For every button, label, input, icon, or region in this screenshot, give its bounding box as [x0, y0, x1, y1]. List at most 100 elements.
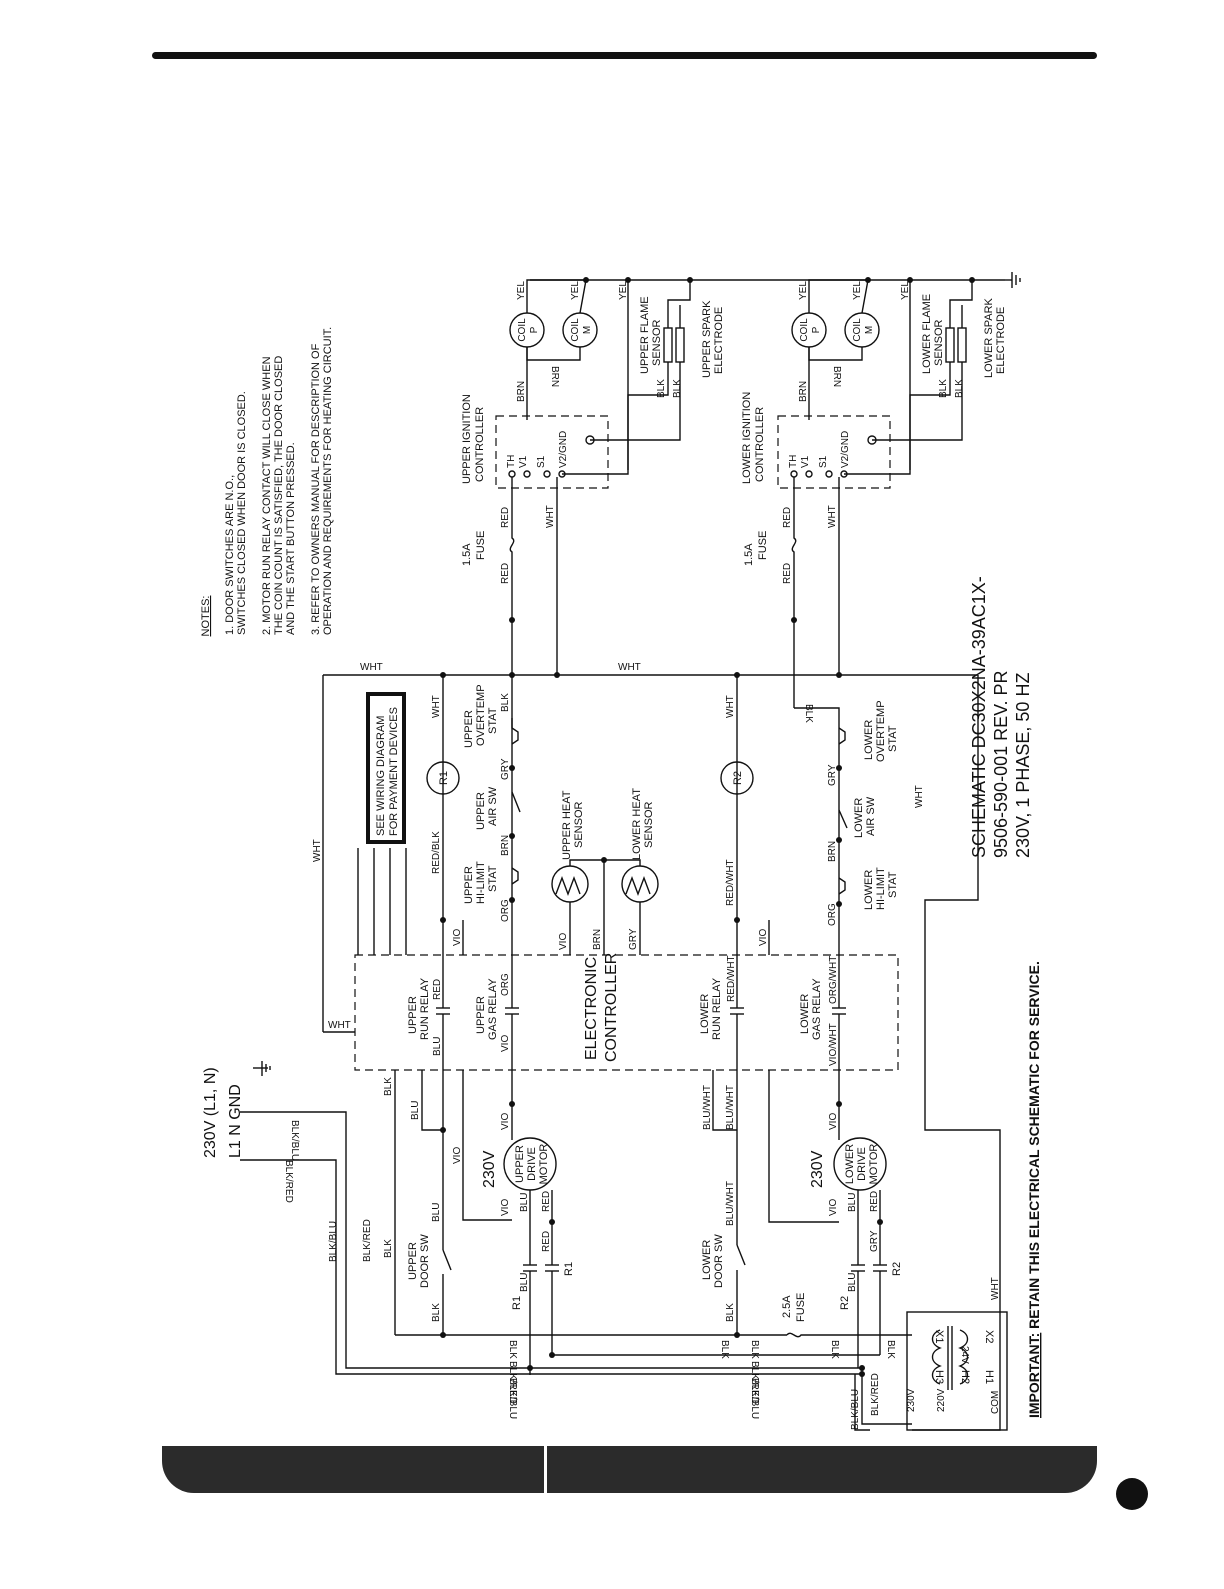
lower-overtemp-2: OVERTEMP [875, 700, 887, 762]
ground-icon [253, 1061, 271, 1076]
wire-blk-b5: BLK [885, 1340, 896, 1359]
footer-bar [162, 1446, 1097, 1493]
upper-spark-label-2: ELECTRODE [713, 307, 725, 374]
lower-overtemp-3: STAT [887, 725, 899, 752]
wire-blk-f3: BLK [938, 379, 949, 398]
upper-gas-relay-1: UPPER [475, 996, 487, 1034]
upper-overtemp-1: UPPER [463, 710, 475, 748]
xfmr-230v: 230V [906, 1388, 917, 1412]
lower-spark-label-2: ELECTRODE [995, 307, 1007, 374]
supply-terminals: L1 N GND [227, 1084, 244, 1158]
wire-brn-2: BRN [549, 366, 560, 387]
wire-yel-3: YEL [618, 281, 629, 300]
wire-org-l: ORG [827, 903, 838, 926]
wire-blk-b2: BLK [749, 1340, 760, 1359]
lower-heat-2: SENSOR [643, 801, 655, 848]
lower-flame-label-2: SENSOR [933, 319, 945, 366]
wire-blk-ot: BLK [500, 693, 511, 712]
main-fuse-rating: 2.5A [781, 1295, 793, 1318]
page-marker [1116, 1478, 1148, 1510]
lower-motor-voltage: 230V [809, 1150, 826, 1188]
wire-blk-blu-b2: BLK/BLU [749, 1378, 760, 1419]
upper-ign-th: TH [506, 455, 517, 468]
lower-door-2: DOOR SW [713, 1234, 725, 1288]
upper-ignition-label-1: UPPER IGNITION [461, 394, 473, 484]
upper-air-1: UPPER [475, 792, 487, 830]
wire-red-wht-lr: RED/WHT [726, 955, 737, 1002]
wire-blu-wht-3: BLU/WHT [725, 1181, 736, 1226]
lower-fuse-rating: 1.5A [743, 543, 755, 566]
lower-hilimit-1: LOWER [863, 870, 875, 910]
wire-blu-m2: BLU [519, 1273, 530, 1292]
wire-brn-u: BRN [500, 835, 511, 856]
xfmr-com: COM [990, 1391, 1001, 1414]
wire-vio-ctrl: VIO [452, 929, 463, 946]
upper-control-line: BLK UPPER OVERTEMP STAT GRY UPPER AIR SW… [426, 620, 521, 955]
wire-red-blk: RED/BLK [431, 831, 442, 874]
upper-fuse-rating: 1.5A [461, 543, 473, 566]
wire-org-wht: ORG/WHT [828, 956, 839, 1004]
wire-org-ug: ORG [500, 973, 511, 996]
wire-vio-m2: VIO [500, 1199, 511, 1216]
wire-yel-1: YEL [516, 281, 527, 300]
upper-hilimit-3: STAT [487, 865, 499, 892]
wire-vio-ctrl2: VIO [758, 929, 769, 946]
payment-box-line-1: SEE WIRING DIAGRAM [375, 716, 387, 836]
lower-hilimit-3: STAT [887, 871, 899, 898]
note-1-line-2: SWITCHES CLOSED WHEN DOOR IS CLOSED. [236, 391, 248, 635]
supply-wire-blk-red: BLK/RED [283, 1160, 294, 1203]
wire-blu-wht-1: BLU/WHT [702, 1085, 713, 1130]
wire-blk-b4: BLK [829, 1340, 840, 1359]
wire-blk-f1: BLK [656, 379, 667, 398]
lower-ignition-label-2: CONTROLLER [754, 407, 766, 482]
lower-fuse-label: FUSE [757, 531, 769, 560]
upper-gas-relay-2: GAS RELAY [487, 978, 499, 1040]
wire-blk-f2: BLK [672, 379, 683, 398]
upper-coil-p-letter: P [529, 326, 540, 333]
upper-motor-circuit: BLK BLK BLU BLU UPPER DOOR SW BLK VIO 23… [383, 1070, 575, 1375]
heat-sensors: UPPER HEAT SENSOR LOWER HEAT SENSOR VIO … [551, 788, 659, 955]
lower-heat-1: LOWER HEAT [631, 788, 643, 860]
wire-vio-wht: VIO/WHT [828, 1023, 839, 1066]
wire-blu-m4: BLU [847, 1273, 858, 1292]
wire-wht-ign: WHT [545, 505, 556, 528]
xfmr-x2: X2 [983, 1330, 995, 1343]
xfmr-h2: H2 [959, 1370, 971, 1384]
wire-label-blk-blu-1: BLK/BLU [328, 1221, 339, 1262]
wire-brn-3: BRN [798, 381, 809, 402]
wire-wht-r1: WHT [431, 695, 442, 718]
power-supply: 230V (L1, N) L1 N GND BLK/BLU BLK/RED BL… [202, 1061, 862, 1375]
wire-red-fb: RED [500, 563, 511, 584]
r2-coil-label: R2 [732, 771, 744, 785]
supply-voltage: 230V (L1, N) [202, 1067, 219, 1158]
lower-run-relay-1: LOWER [699, 994, 711, 1034]
important-note: IMPORTANT: RETAIN THIS ELECTRICAL SCHEMA… [1026, 961, 1042, 1418]
lower-ign-v1: V1 [800, 455, 811, 468]
r2-cap-label-2: R2 [891, 1262, 903, 1276]
upper-air-2: AIR SW [487, 786, 499, 826]
upper-coil-p-label: COIL [517, 318, 528, 342]
upper-run-relay-2: RUN RELAY [419, 977, 431, 1040]
ground-bus [530, 272, 1021, 288]
lower-motor-3: MOTOR [868, 1144, 880, 1185]
wire-vio-ug: VIO [500, 1035, 511, 1052]
r2-cap-label-1: R2 [839, 1296, 851, 1310]
payment-box-line-2: FOR PAYMENT DEVICES [388, 707, 400, 836]
wire-blk-ld: BLK [725, 1303, 736, 1322]
important-label: IMPORTANT: [1026, 1333, 1042, 1418]
lower-motor-circuit: BLU/WHT BLU/WHT BLU/WHT LOWER DOOR SW BL… [701, 1070, 903, 1368]
upper-ignition-label-2: CONTROLLER [474, 407, 486, 482]
wire-blu-wht-2: BLU/WHT [725, 1085, 736, 1130]
wire-label-blk-red-1: BLK/RED [362, 1219, 373, 1262]
r1-cap-label-2: R1 [563, 1262, 575, 1276]
upper-fuse-label: FUSE [475, 531, 487, 560]
wire-wht-r2: WHT [725, 695, 736, 718]
wire-red-m2: RED [541, 1231, 552, 1252]
xfmr-x1: X1 [933, 1330, 945, 1343]
note-1-line-1: 1. DOOR SWITCHES ARE N.O., [224, 475, 236, 635]
lower-ign-s1: S1 [818, 455, 829, 468]
r1-cap-label-1: R1 [511, 1296, 523, 1310]
wire-blu-ur: BLU [432, 1037, 443, 1056]
upper-spark-label-1: UPPER SPARK [701, 300, 713, 378]
wire-red-m3: RED [869, 1191, 880, 1212]
